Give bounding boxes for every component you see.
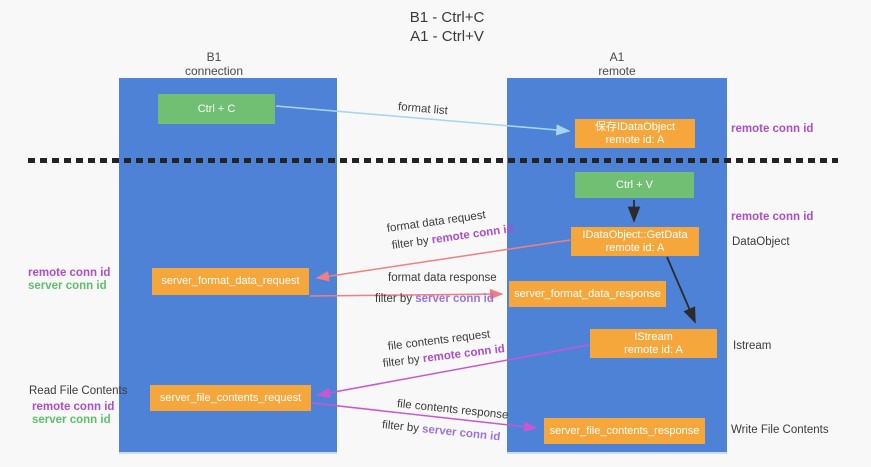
flow-label-format-data-response-filter: filter by server conn id [375,293,494,306]
flow-label-format-list: format list [397,101,449,118]
lane-b1-name: B1 [206,50,222,64]
istream-line1: IStream [634,330,673,343]
session-separator-line [28,158,838,163]
lane-header-a1: A1 remote [557,50,677,78]
filter-by-text: filter by [391,234,433,252]
right-label-write-file-contents: Write File Contents [731,424,829,436]
filter-by-text: filter by [382,353,424,370]
server-conn-id-key: server conn id [415,293,494,305]
flow-label-file-contents-response-filter: filter by server conn id [381,419,501,444]
right-label-remote-conn-id-top: remote conn id [731,123,814,135]
server-format-data-response-box: server_format_data_response [509,281,666,307]
server-format-data-response-label: server_format_data_response [514,287,661,300]
save-idataobject-line1: 保存IDataObject [594,120,676,133]
left-label-read-file-contents: Read File Contents [29,385,128,397]
left-label-server-conn-id-top: server conn id [28,280,107,292]
server-file-contents-request-label: server_file_contents_request [159,391,302,404]
filter-by-text: filter by [381,419,423,436]
istream-box: IStream remote id: A [590,329,717,358]
lane-b1-subtitle: connection [184,64,244,78]
right-label-dataobject: DataObject [732,236,790,248]
title-line-2: A1 - Ctrl+V [410,28,484,45]
server-format-data-request-label: server_format_data_request [161,275,300,287]
ctrl-v-box: Ctrl + V [575,172,694,198]
ctrl-v-label: Ctrl + V [616,178,653,191]
lane-a1-subtitle: remote [598,64,636,78]
server-file-contents-response-label: server_file_contents_response [549,424,700,437]
title-line-1: B1 - Ctrl+C [409,9,485,26]
server-file-contents-response-box: server_file_contents_response [544,418,705,444]
server-file-contents-request-box: server_file_contents_request [150,385,311,411]
diagram-title: B1 - Ctrl+C A1 - Ctrl+V [410,8,485,46]
istream-line2: remote id: A [624,343,683,356]
server-conn-id-key: server conn id [421,423,501,444]
lane-a1-name: A1 [609,50,625,64]
ctrl-c-box: Ctrl + C [158,94,275,124]
save-idataobject-box: 保存IDataObject remote id: A [575,119,695,148]
left-label-remote-conn-id-bottom: remote conn id [32,401,115,413]
idataobject-getdata-box: IDataObject::GetData remote id: A [571,227,699,256]
right-label-istream: Istream [733,340,772,352]
getdata-line2: remote id: A [605,241,665,254]
save-idataobject-line2: remote id: A [605,133,665,146]
filter-by-text: filter by [375,293,416,305]
lane-header-b1: B1 connection [154,50,274,78]
ctrl-c-label: Ctrl + C [197,102,236,115]
getdata-line1: IDataObject::GetData [582,228,688,241]
server-format-data-request-box: server_format_data_request [152,268,309,295]
left-label-server-conn-id-bottom: server conn id [32,414,111,426]
flow-label-format-data-response: format data response [388,272,497,284]
right-label-remote-conn-id-mid: remote conn id [731,211,814,223]
flow-label-file-contents-response: file contents response [396,398,509,422]
left-label-remote-conn-id-top: remote conn id [28,267,111,279]
